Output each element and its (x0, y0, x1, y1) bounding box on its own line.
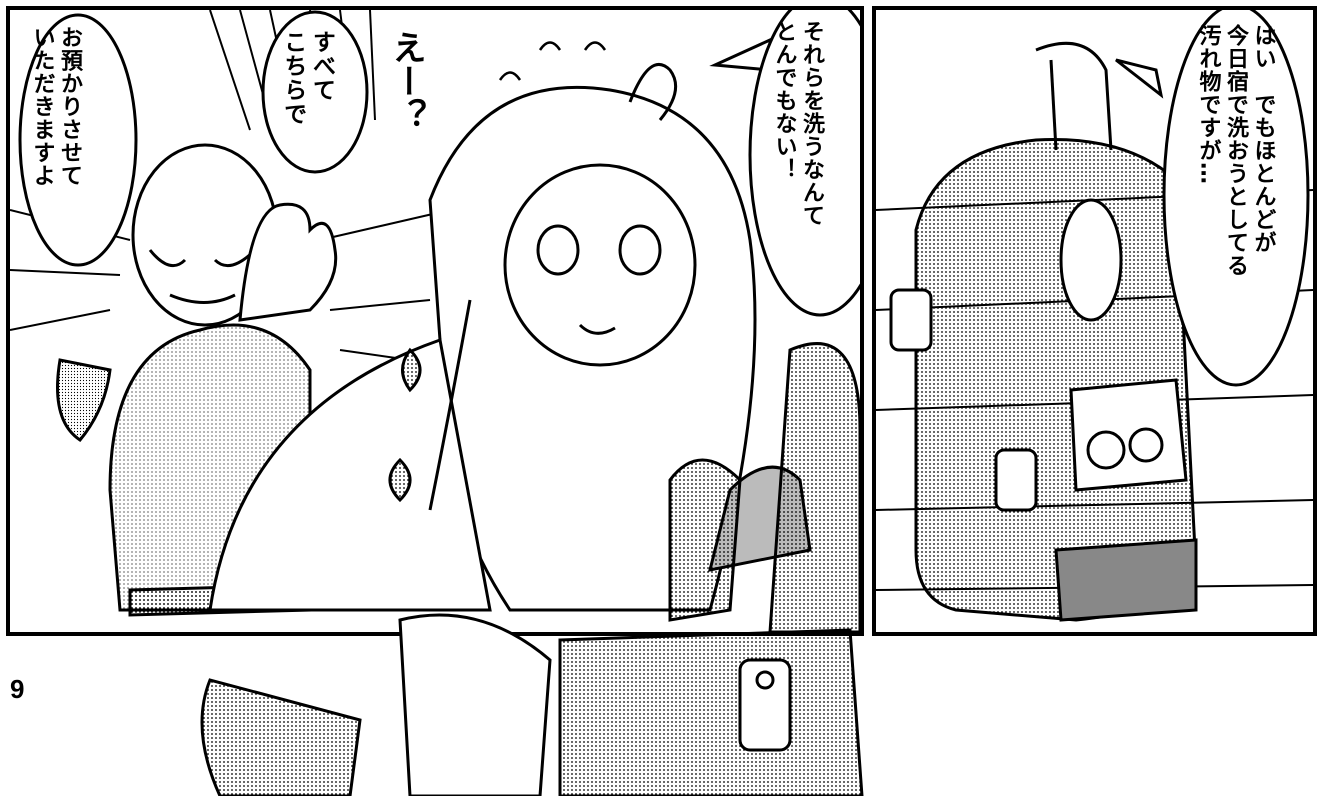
bubble-shape-1 (18, 13, 138, 267)
panel-right: はい でもほとんどが 今日宿で洗おうとしてる 汚れ物ですが… (872, 6, 1317, 636)
bubble-tail-4 (1115, 58, 1164, 99)
bag-foreground (668, 342, 860, 632)
panel-left: お預かりさせて いただきますよ すべて こちらで それらを洗うなんて とんでもな… (6, 6, 864, 636)
bubble-shape-2 (261, 10, 369, 174)
surprise-marks (498, 41, 607, 81)
bubble-text-hai: はい でもほとんどが 今日宿で洗おうとしてる 汚れ物ですが… (1195, 24, 1276, 277)
bubble-shape-4 (1162, 10, 1310, 387)
bubble-shape-3 (748, 10, 860, 317)
bubble-text-subete: すべて こちらで (279, 30, 335, 126)
satchel-bag (889, 41, 1198, 622)
overflow-artwork (200, 613, 864, 796)
sfx-ee: えー？ (386, 30, 426, 132)
panel-right-artwork (876, 10, 1313, 622)
panel-left-artwork (10, 10, 860, 632)
bubble-text-arau: それらを洗うなんて とんでもない！ (771, 20, 825, 227)
bubble-text-oazukari: お預かりさせて いただきますよ (29, 26, 83, 187)
page-number: 9 (10, 674, 25, 704)
